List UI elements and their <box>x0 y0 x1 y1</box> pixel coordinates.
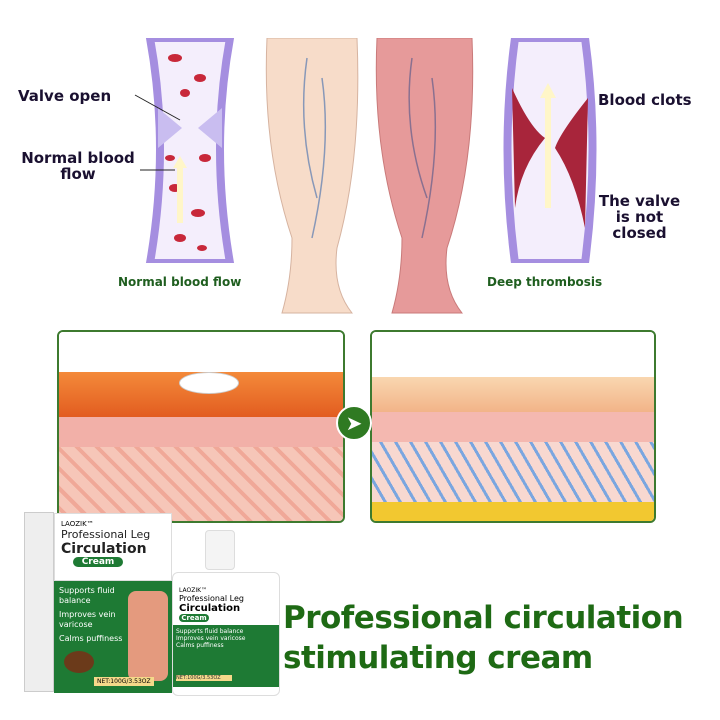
label-valve-not-closed: The valve is not closed <box>598 192 681 242</box>
product-jar: LAOZIK™ Professional Leg Circulation Cre… <box>172 572 280 696</box>
bullet: Supports fluid balance <box>59 586 115 605</box>
jar-line1: Professional Leg <box>179 594 244 603</box>
headline-line2: stimulating cream <box>283 640 593 676</box>
product-type: Cream <box>73 557 123 567</box>
label-valve-open: Valve open <box>18 87 112 105</box>
bullet: Improves vein varicose <box>59 610 116 629</box>
headline: Professional circulation stimulating cre… <box>283 598 684 678</box>
arrow-right-icon: ➤ <box>336 405 372 441</box>
legs-illustration <box>265 38 474 314</box>
cream-dab <box>179 372 239 394</box>
pump-head <box>205 530 235 570</box>
thrombosis-vein-illustration <box>503 38 597 263</box>
jar-bullet: Improves vein varicose <box>176 635 246 642</box>
chestnut-image <box>64 651 94 673</box>
label-normal-blood-flow: Normal blood flow <box>21 149 135 183</box>
product-box-front: Supports fluid balance Improves vein var… <box>54 581 172 693</box>
headline-line1: Professional circulation <box>283 600 684 636</box>
panel-skin-before <box>57 330 345 523</box>
bullet: Calms puffiness <box>59 634 123 643</box>
product-box-top: LAOZIK™ Professional Leg Circulation Cre… <box>54 513 172 581</box>
jar-bullet: Supports fluid balance <box>176 628 244 635</box>
panel-skin-after <box>370 330 656 523</box>
normal-vein-illustration <box>145 38 235 263</box>
label-blood-clots: Blood clots <box>598 91 692 109</box>
jar-line2: Circulation <box>179 603 241 614</box>
net-weight: NET:100G/3.53OZ <box>94 677 154 686</box>
brand: LAOZIK™ <box>61 520 94 528</box>
caption-deep-thrombosis: Deep thrombosis <box>487 275 603 289</box>
jar-net-weight: NET:100G/3.53OZ <box>176 675 232 681</box>
product-line1: Professional Leg <box>61 528 151 541</box>
pointer-lines <box>134 94 181 171</box>
box-side <box>24 512 54 692</box>
product-line2: Circulation <box>61 541 147 557</box>
caption-normal-blood-flow: Normal blood flow <box>118 275 242 289</box>
leg-image <box>128 591 168 681</box>
jar-brand: LAOZIK™ <box>179 587 208 594</box>
jar-bullet: Calms puffiness <box>176 642 224 649</box>
jar-type: Cream <box>179 614 209 622</box>
